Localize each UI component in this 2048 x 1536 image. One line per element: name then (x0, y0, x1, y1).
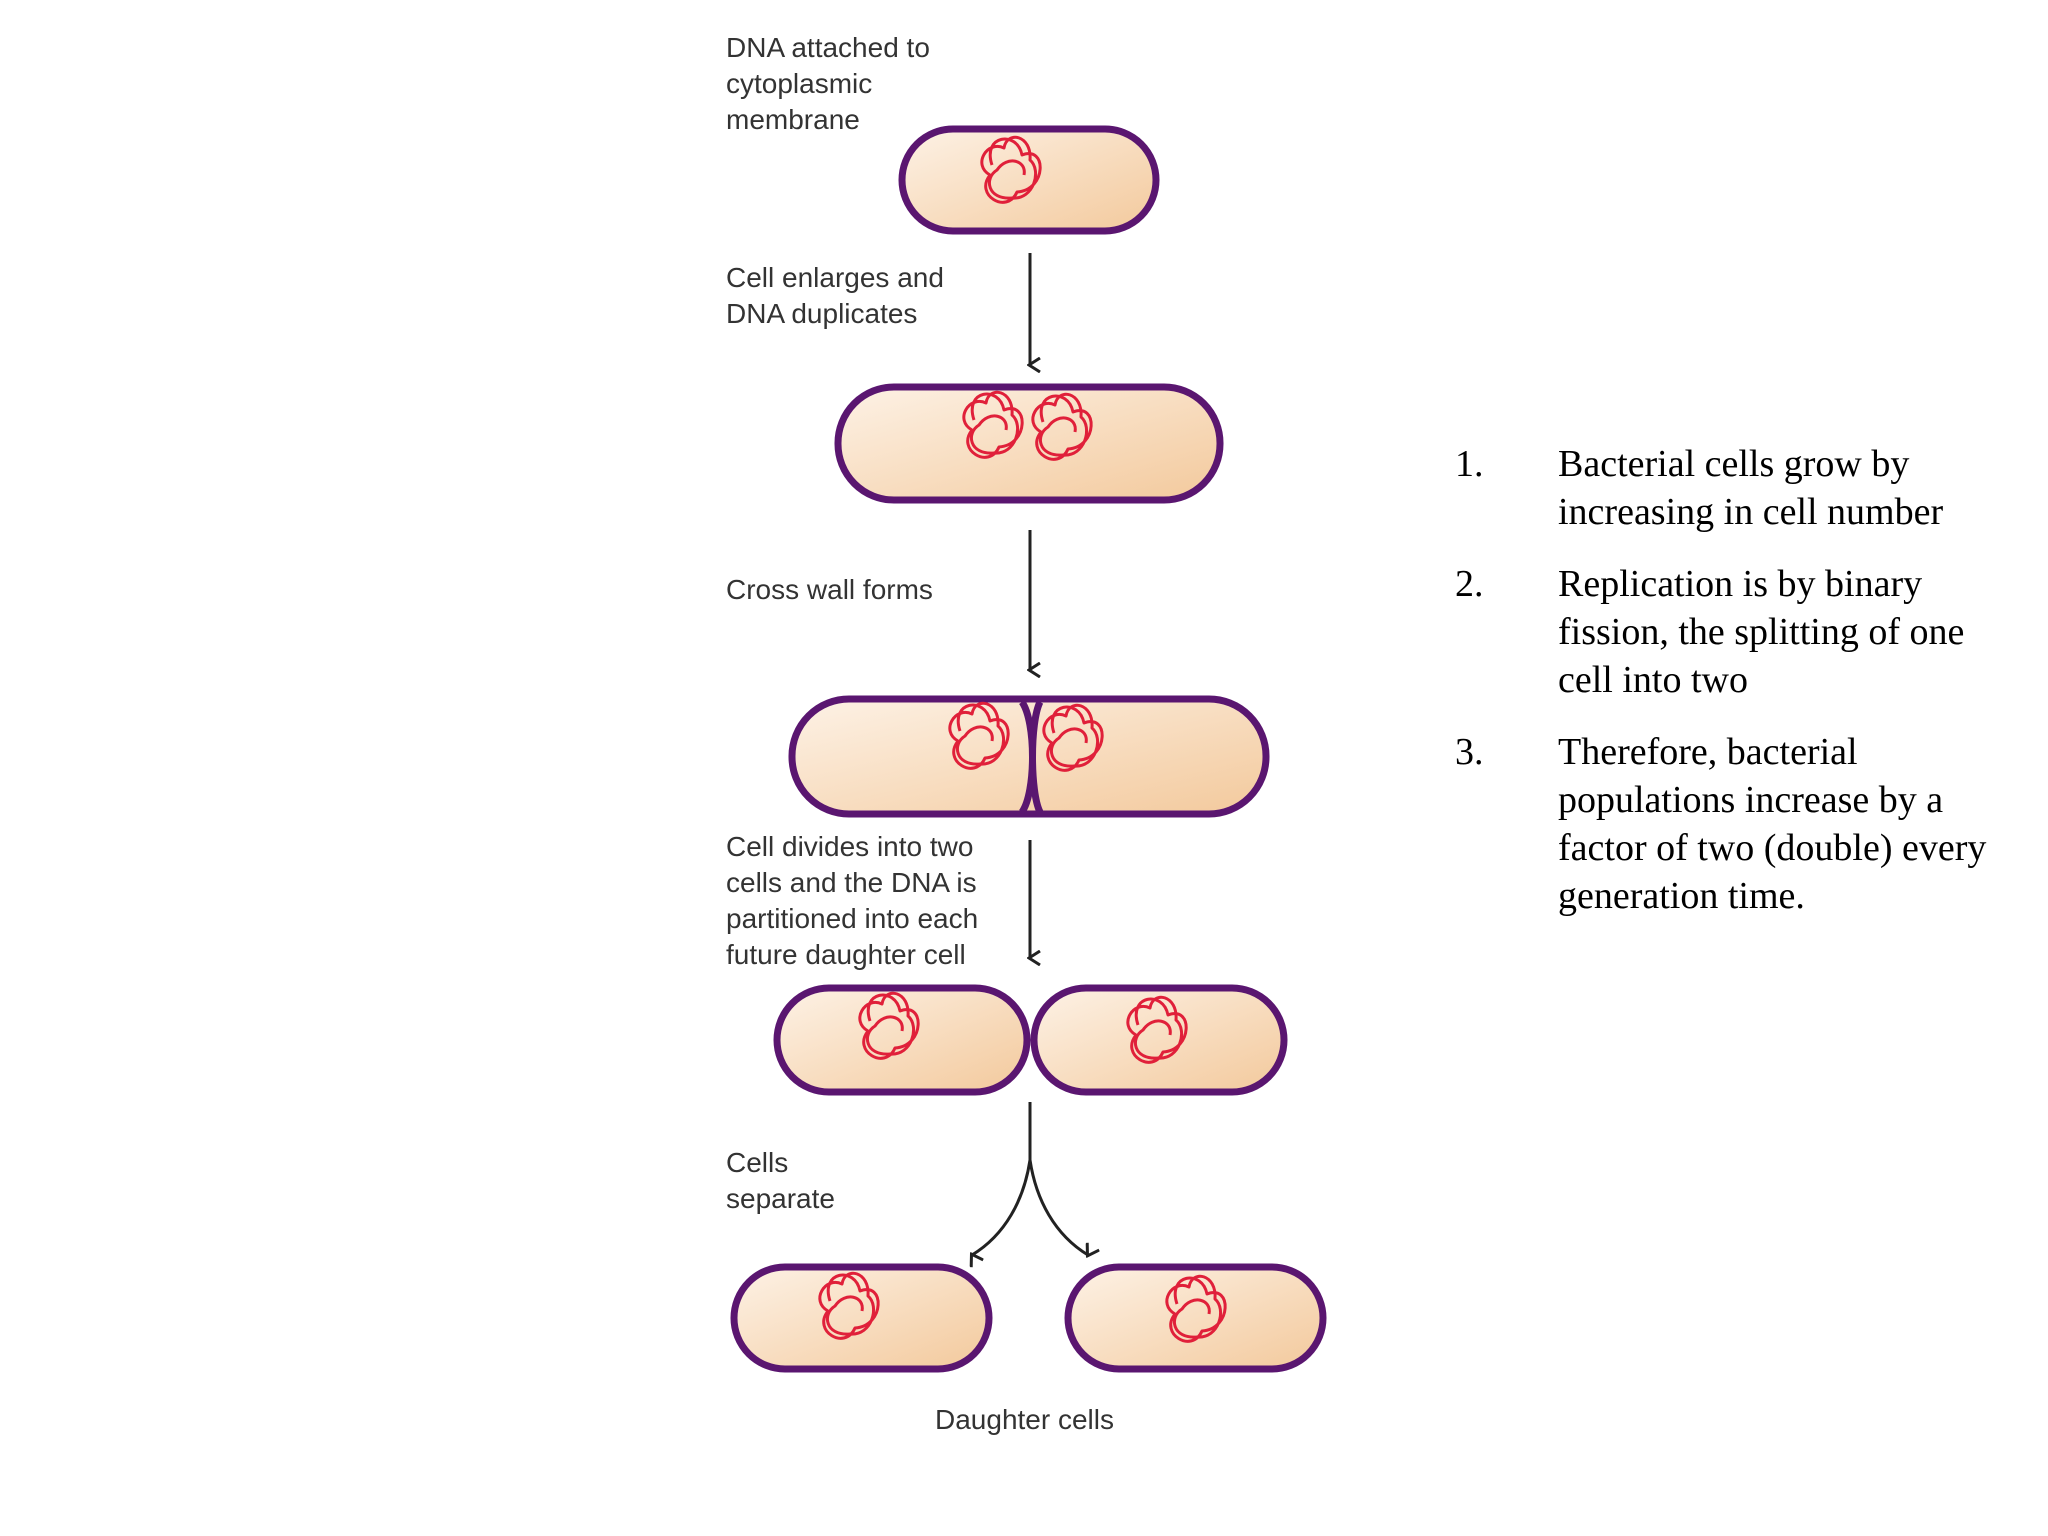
list-item-text: Bacterial cells grow by increasing in ce… (1558, 443, 1944, 533)
list-item-text: Replication is by binary fission, the sp… (1558, 563, 1965, 701)
list-item-number: 3. (1455, 731, 1484, 773)
cells-divided (773, 984, 1288, 1096)
arrow-separate (972, 1102, 1088, 1255)
list-item-text: Therefore, bacterial populations increas… (1558, 731, 1987, 917)
label-cell-divides: Cell divides into two cells and the DNA … (726, 831, 979, 970)
key-points-list: 1. Bacterial cells grow by increasing in… (1455, 440, 2015, 944)
list-item-number: 1. (1455, 443, 1484, 485)
label-dna-attached: DNA attached to cytoplasmic membrane (726, 32, 930, 135)
cell-initial (898, 125, 1160, 235)
cell-cross-wall (788, 695, 1270, 818)
label-cells-separate: Cells separate (726, 1147, 835, 1214)
label-cell-enlarges: Cell enlarges and DNA duplicates (726, 262, 944, 329)
list-item: 3. Therefore, bacterial populations incr… (1455, 728, 2015, 920)
list-item-number: 2. (1455, 563, 1484, 605)
label-daughter-cells: Daughter cells (935, 1404, 1114, 1435)
label-cross-wall: Cross wall forms (726, 574, 933, 605)
daughter-cells (730, 1263, 1327, 1373)
list-item: 1. Bacterial cells grow by increasing in… (1455, 440, 2015, 536)
cell-enlarged (834, 383, 1224, 504)
list-item: 2. Replication is by binary fission, the… (1455, 560, 2015, 704)
